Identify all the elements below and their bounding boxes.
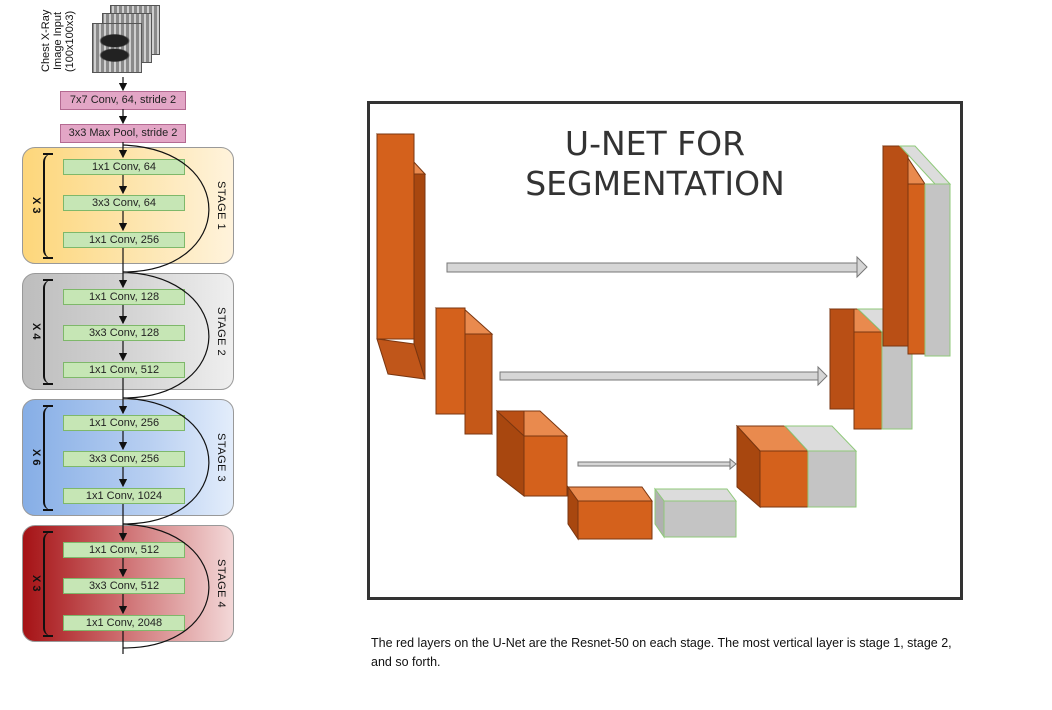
decoder-block-2 [828,308,914,430]
stage-2-repeat: X 4 [30,323,42,340]
stage-4-repeat: X 3 [30,575,42,592]
encoder-block-3 [495,409,569,498]
stage-3-conv-1: 1x1 Conv, 256 [63,415,185,431]
unet-title-line1: U-NET FOR [564,124,746,163]
stage-3-label: STAGE 3 [215,432,227,483]
encoder-block-4 [567,485,653,541]
stage-1-conv-2: 3x3 Conv, 64 [63,195,185,211]
stage-1-repeat: X 3 [30,197,42,214]
decoder-block-4 [654,487,737,539]
stage-4-conv-2: 3x3 Conv, 512 [63,578,185,594]
encoder-block-2 [434,307,494,435]
stage-4-block: X 3 1x1 Conv, 512 3x3 Conv, 512 1x1 Conv… [22,525,234,642]
repeat-brace [43,531,57,637]
stage-2-block: X 4 1x1 Conv, 128 3x3 Conv, 128 1x1 Conv… [22,273,234,390]
skip-arrows [446,255,868,471]
stage-3-repeat: X 6 [30,449,42,466]
stage-4-label: STAGE 4 [215,558,227,609]
pipeline-arrows [118,77,210,654]
stage-3-conv-2: 3x3 Conv, 256 [63,451,185,467]
stage-2-conv-2: 3x3 Conv, 128 [63,325,185,341]
repeat-brace [43,405,57,511]
repeat-brace [43,153,57,259]
figure-caption: The red layers on the U-Net are the Resn… [371,636,952,669]
decoder-block-3 [735,424,858,509]
stage-1-block: X 3 1x1 Conv, 64 3x3 Conv, 64 1x1 Conv, … [22,147,234,264]
stage-3-block: X 6 1x1 Conv, 256 3x3 Conv, 256 1x1 Conv… [22,399,234,516]
stage-1-label: STAGE 1 [215,180,227,231]
unet-title-line2: SEGMENTATION [525,164,785,203]
stage-2-conv-3: 1x1 Conv, 512 [63,362,185,378]
stage-1-conv-1: 1x1 Conv, 64 [63,159,185,175]
decoder-block-1 [882,145,952,357]
stage-3-conv-3: 1x1 Conv, 1024 [63,488,185,504]
unet-title: U-NET FOR SEGMENTATION [505,124,805,204]
repeat-brace [43,279,57,385]
stage-1-conv-3: 1x1 Conv, 256 [63,232,185,248]
encoder-block-1 [375,133,427,380]
stage-4-conv-1: 1x1 Conv, 512 [63,542,185,558]
stage-4-conv-3: 1x1 Conv, 2048 [63,615,185,631]
unet-figure: U-NET FOR SEGMENTATION [367,101,963,600]
stage-2-conv-1: 1x1 Conv, 128 [63,289,185,305]
maxpool-layer: 3x3 Max Pool, stride 2 [60,124,186,143]
stage-2-label: STAGE 2 [215,306,227,357]
unet-drawing [375,133,952,541]
